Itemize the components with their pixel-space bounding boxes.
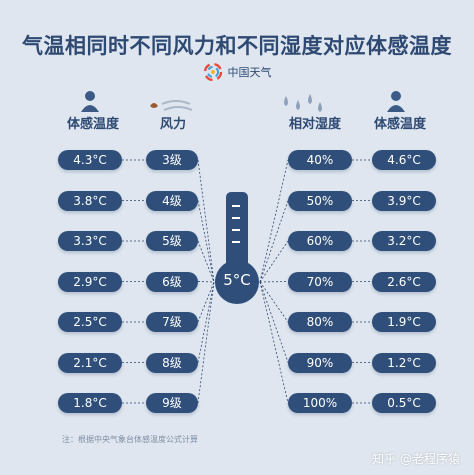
- feels-like-right-pill: 3.9°C: [372, 190, 436, 211]
- header-feels-left: 体感温度: [66, 117, 119, 132]
- feels-like-left-pill: 1.8°C: [58, 393, 122, 413]
- feels-like-left-pill: 3.8°C: [58, 190, 122, 211]
- wind-level-pill: 7级: [146, 312, 198, 332]
- wind-level-pill: 8级: [146, 352, 198, 373]
- connector-line: [259, 281, 289, 283]
- humidity-pill: 80%: [288, 312, 352, 332]
- connector-line: [259, 159, 289, 283]
- footnote: 注：根据中央气象台体感温度公式计算: [62, 435, 198, 444]
- feels-like-right-pill: 1.9°C: [372, 312, 436, 332]
- feels-like-right-pill: 4.6°C: [372, 150, 436, 170]
- thermometer-temp: 5°C: [223, 271, 251, 289]
- brand: 中国天气: [0, 62, 474, 82]
- connector-line: [259, 281, 289, 363]
- connector-line: [197, 159, 215, 283]
- header-humidity: 相对湿度: [288, 117, 341, 132]
- feels-like-left-pill: 2.9°C: [58, 271, 122, 292]
- humidity-pill: 100%: [288, 393, 352, 413]
- person-humid-icon: [387, 91, 405, 112]
- feels-like-left-pill: 4.3°C: [58, 150, 122, 170]
- feels-like-left-pill: 3.3°C: [58, 231, 122, 251]
- connector-line: [197, 281, 215, 363]
- connector-line: [259, 200, 289, 283]
- person-cold-icon: [81, 91, 99, 112]
- humidity-pill: 40%: [288, 150, 352, 170]
- connector-line: [259, 240, 289, 283]
- connector-line: [259, 281, 289, 323]
- feels-like-right-pill: 1.2°C: [372, 352, 436, 373]
- feels-like-right-pill: 2.6°C: [372, 271, 436, 292]
- weather-logo-icon: [203, 62, 222, 82]
- feels-like-right-pill: 0.5°C: [372, 393, 436, 413]
- thermometer-icon: [215, 192, 259, 304]
- header-feels-right: 体感温度: [373, 117, 426, 132]
- watermark: 知乎 @老程序猿: [372, 452, 460, 466]
- connector-line: [197, 281, 215, 404]
- connector-line: [259, 281, 289, 404]
- humidity-pill: 70%: [288, 271, 352, 292]
- humidity-pill: 60%: [288, 231, 352, 251]
- humidity-pill: 50%: [288, 190, 352, 211]
- humidity-pill: 90%: [288, 352, 352, 373]
- connector-line: [197, 240, 215, 283]
- rain-drops-icon: [284, 94, 322, 112]
- wind-level-pill: 4级: [146, 190, 198, 211]
- feels-like-left-pill: 2.5°C: [58, 312, 122, 332]
- feels-like-left-pill: 2.1°C: [58, 352, 122, 373]
- wind-level-pill: 6级: [146, 271, 198, 292]
- wind-leaf-icon: [150, 100, 193, 111]
- connector-line: [197, 281, 215, 323]
- brand-name: 中国天气: [227, 66, 272, 79]
- feels-like-right-pill: 3.2°C: [372, 231, 436, 251]
- header-wind: 风力: [159, 117, 186, 132]
- page-title: 气温相同时不同风力和不同湿度对应体感温度: [22, 34, 452, 58]
- wind-level-pill: 3级: [146, 150, 198, 170]
- connector-line: [197, 200, 215, 283]
- wind-level-pill: 5级: [146, 231, 198, 251]
- connector-line: [197, 281, 215, 283]
- wind-level-pill: 9级: [146, 393, 198, 413]
